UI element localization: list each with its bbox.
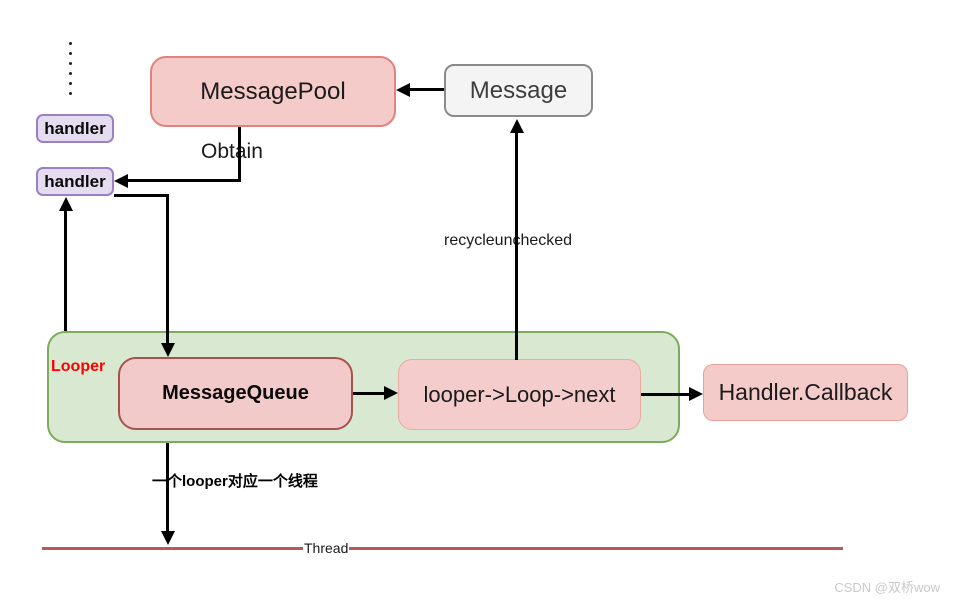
arrow-line (166, 194, 169, 344)
node-handler-callback: Handler.Callback (703, 364, 908, 421)
arrowhead-up-icon (510, 119, 524, 133)
edge-label-looper-thread-note: 一个looper对应一个线程 (152, 473, 318, 490)
thread-line (42, 547, 843, 550)
node-looper-loop-next: looper->Loop->next (398, 359, 641, 430)
arrowhead-left-icon (396, 83, 410, 97)
arrowhead-up-icon (59, 197, 73, 211)
arrow-line (64, 210, 67, 331)
looper-group-label: Looper (51, 358, 106, 375)
arrow-line (515, 132, 518, 360)
arrow-line (641, 393, 691, 396)
arrow-line (238, 127, 241, 182)
arrow-line (353, 392, 386, 395)
node-handler-bottom: handler (36, 167, 114, 196)
node-message-pool: MessagePool (150, 56, 396, 127)
edge-label-thread: Thread (303, 540, 350, 556)
node-message-queue: MessageQueue (118, 357, 353, 430)
arrowhead-left-icon (114, 174, 128, 188)
ellipsis-dots-icon (69, 42, 72, 102)
arrowhead-right-icon (689, 387, 703, 401)
arrow-line (124, 179, 241, 182)
node-message: Message (444, 64, 593, 117)
edge-label-recycleunchecked: recycleunchecked (444, 232, 573, 249)
arrow-line (114, 194, 169, 197)
node-handler-top: handler (36, 114, 114, 143)
edge-label-obtain: Obtain (201, 140, 263, 163)
arrowhead-down-icon (161, 531, 175, 545)
arrow-line (166, 443, 169, 533)
arrow-line (408, 88, 444, 91)
arrowhead-right-icon (384, 386, 398, 400)
arrowhead-down-icon (161, 343, 175, 357)
csdn-watermark: CSDN @双桥wow (834, 580, 940, 595)
